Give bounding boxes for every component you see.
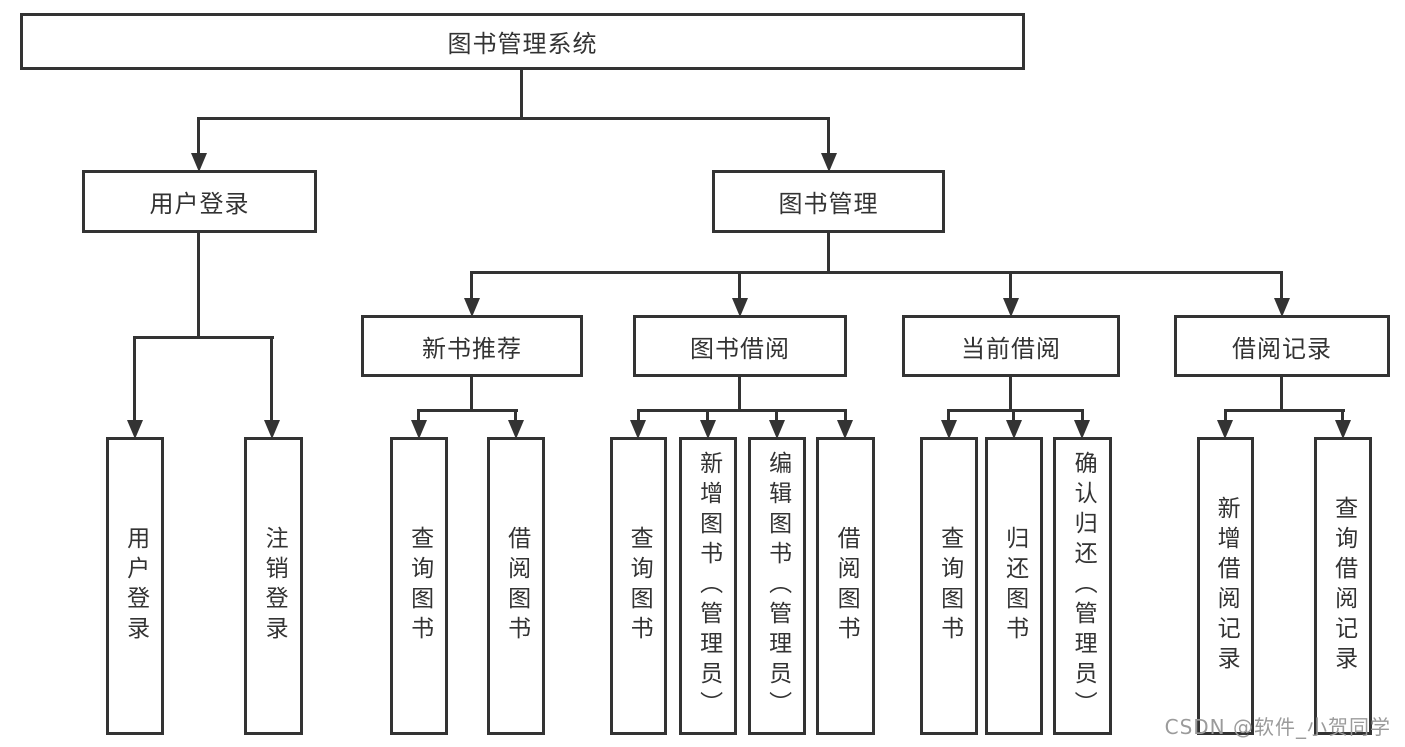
connector-root-stem: [520, 70, 523, 118]
arrow-down-icon: [821, 153, 837, 172]
connector-leaf-stem: [775, 409, 778, 423]
leaf-return-books: 归还图书: [985, 437, 1043, 735]
leaf-confirm-return-admin: 确认归还（管理员）: [1053, 437, 1112, 735]
leaf-user-login: 用户登录: [106, 437, 164, 735]
node-borrowing-records: 借阅记录: [1174, 315, 1390, 377]
node-root: 图书管理系统: [20, 13, 1025, 70]
leaf-logout: 注销登录: [244, 437, 303, 735]
connector-user-login-child-stem: [270, 336, 273, 421]
connector-l3-stem: [1009, 271, 1012, 299]
connector-leaf-stem: [844, 409, 847, 423]
arrow-down-icon: [1335, 420, 1351, 439]
leaf-add-books-admin: 新增图书（管理员）: [679, 437, 737, 735]
connector-user-login-bus: [133, 336, 274, 339]
leaf-label: 查询借阅记录: [1330, 496, 1357, 676]
node-book-management: 图书管理: [712, 170, 945, 233]
leaf-label: 注销登录: [261, 526, 288, 646]
arrow-down-icon: [630, 420, 646, 439]
connector-l3-stem: [738, 271, 741, 299]
connector-leaf-stem: [947, 409, 950, 423]
leaf-label: 编辑图书（管理员）: [764, 451, 791, 721]
connector-group-stem: [470, 377, 473, 412]
connector-group-stem: [738, 377, 741, 412]
leaf-label: 查询图书: [626, 526, 653, 646]
leaf-label: 借阅图书: [833, 526, 860, 646]
leaf-query-borrow-record: 查询借阅记录: [1314, 437, 1372, 735]
leaf-edit-books-admin: 编辑图书（管理员）: [748, 437, 806, 735]
connector-l3-stem: [1280, 271, 1283, 299]
connector-l3-stem: [470, 271, 473, 299]
arrow-down-icon: [941, 420, 957, 439]
connector-group-stem: [1280, 377, 1283, 412]
connector-l2-stem-right: [827, 117, 830, 155]
arrow-down-icon: [700, 420, 716, 439]
arrow-down-icon: [1274, 298, 1290, 317]
connector-l2-bus: [197, 117, 830, 120]
leaf-label: 借阅图书: [503, 526, 530, 646]
connector-group-bus: [417, 409, 518, 412]
connector-leaf-stem: [1341, 409, 1344, 423]
leaf-label: 查询图书: [936, 526, 963, 646]
arrow-down-icon: [769, 420, 785, 439]
arrow-down-icon: [837, 420, 853, 439]
connector-leaf-stem: [514, 409, 517, 423]
node-user-login: 用户登录: [82, 170, 317, 233]
connector-leaf-stem: [1012, 409, 1015, 423]
arrow-down-icon: [411, 420, 427, 439]
arrow-down-icon: [732, 298, 748, 317]
connector-leaf-stem: [417, 409, 420, 423]
arrow-down-icon: [1003, 298, 1019, 317]
connector-group-bus: [637, 409, 847, 412]
connector-group-bus: [1224, 409, 1345, 412]
leaf-label: 确认归还（管理员）: [1070, 451, 1097, 721]
arrow-down-icon: [464, 298, 480, 317]
connector-leaf-stem: [1081, 409, 1084, 423]
connector-l2-stem-left: [197, 117, 200, 155]
connector-leaf-stem: [706, 409, 709, 423]
leaf-query-books-recommend: 查询图书: [390, 437, 448, 735]
connector-group-bus: [947, 409, 1084, 412]
leaf-borrow-books-recommend: 借阅图书: [487, 437, 545, 735]
leaf-add-borrow-record: 新增借阅记录: [1197, 437, 1254, 735]
leaf-query-books-current: 查询图书: [920, 437, 978, 735]
leaf-label: 用户登录: [122, 526, 149, 646]
node-new-book-recommend: 新书推荐: [361, 315, 583, 377]
node-current-borrowing: 当前借阅: [902, 315, 1120, 377]
leaf-borrow-books-borrowing: 借阅图书: [816, 437, 875, 735]
leaf-label: 新增图书（管理员）: [695, 451, 722, 721]
arrow-down-icon: [191, 153, 207, 172]
arrow-down-icon: [1217, 420, 1233, 439]
connector-l3-bus: [470, 271, 1283, 274]
leaf-label: 查询图书: [406, 526, 433, 646]
arrow-down-icon: [1006, 420, 1022, 439]
connector-book-management-stem: [827, 233, 830, 274]
arrow-down-icon: [127, 420, 143, 439]
connector-user-login-stem: [197, 233, 200, 339]
node-book-borrowing: 图书借阅: [633, 315, 847, 377]
connector-group-stem: [1009, 377, 1012, 412]
arrow-down-icon: [508, 420, 524, 439]
connector-leaf-stem: [637, 409, 640, 423]
arrow-down-icon: [264, 420, 280, 439]
leaf-label: 新增借阅记录: [1213, 496, 1240, 676]
arrow-down-icon: [1074, 420, 1090, 439]
leaf-label: 归还图书: [1001, 526, 1028, 646]
csdn-watermark: CSDN @软件_小贺同学: [1164, 715, 1391, 739]
connector-leaf-stem: [1224, 409, 1227, 423]
connector-user-login-child-stem: [133, 336, 136, 421]
leaf-query-books-borrowing: 查询图书: [610, 437, 667, 735]
